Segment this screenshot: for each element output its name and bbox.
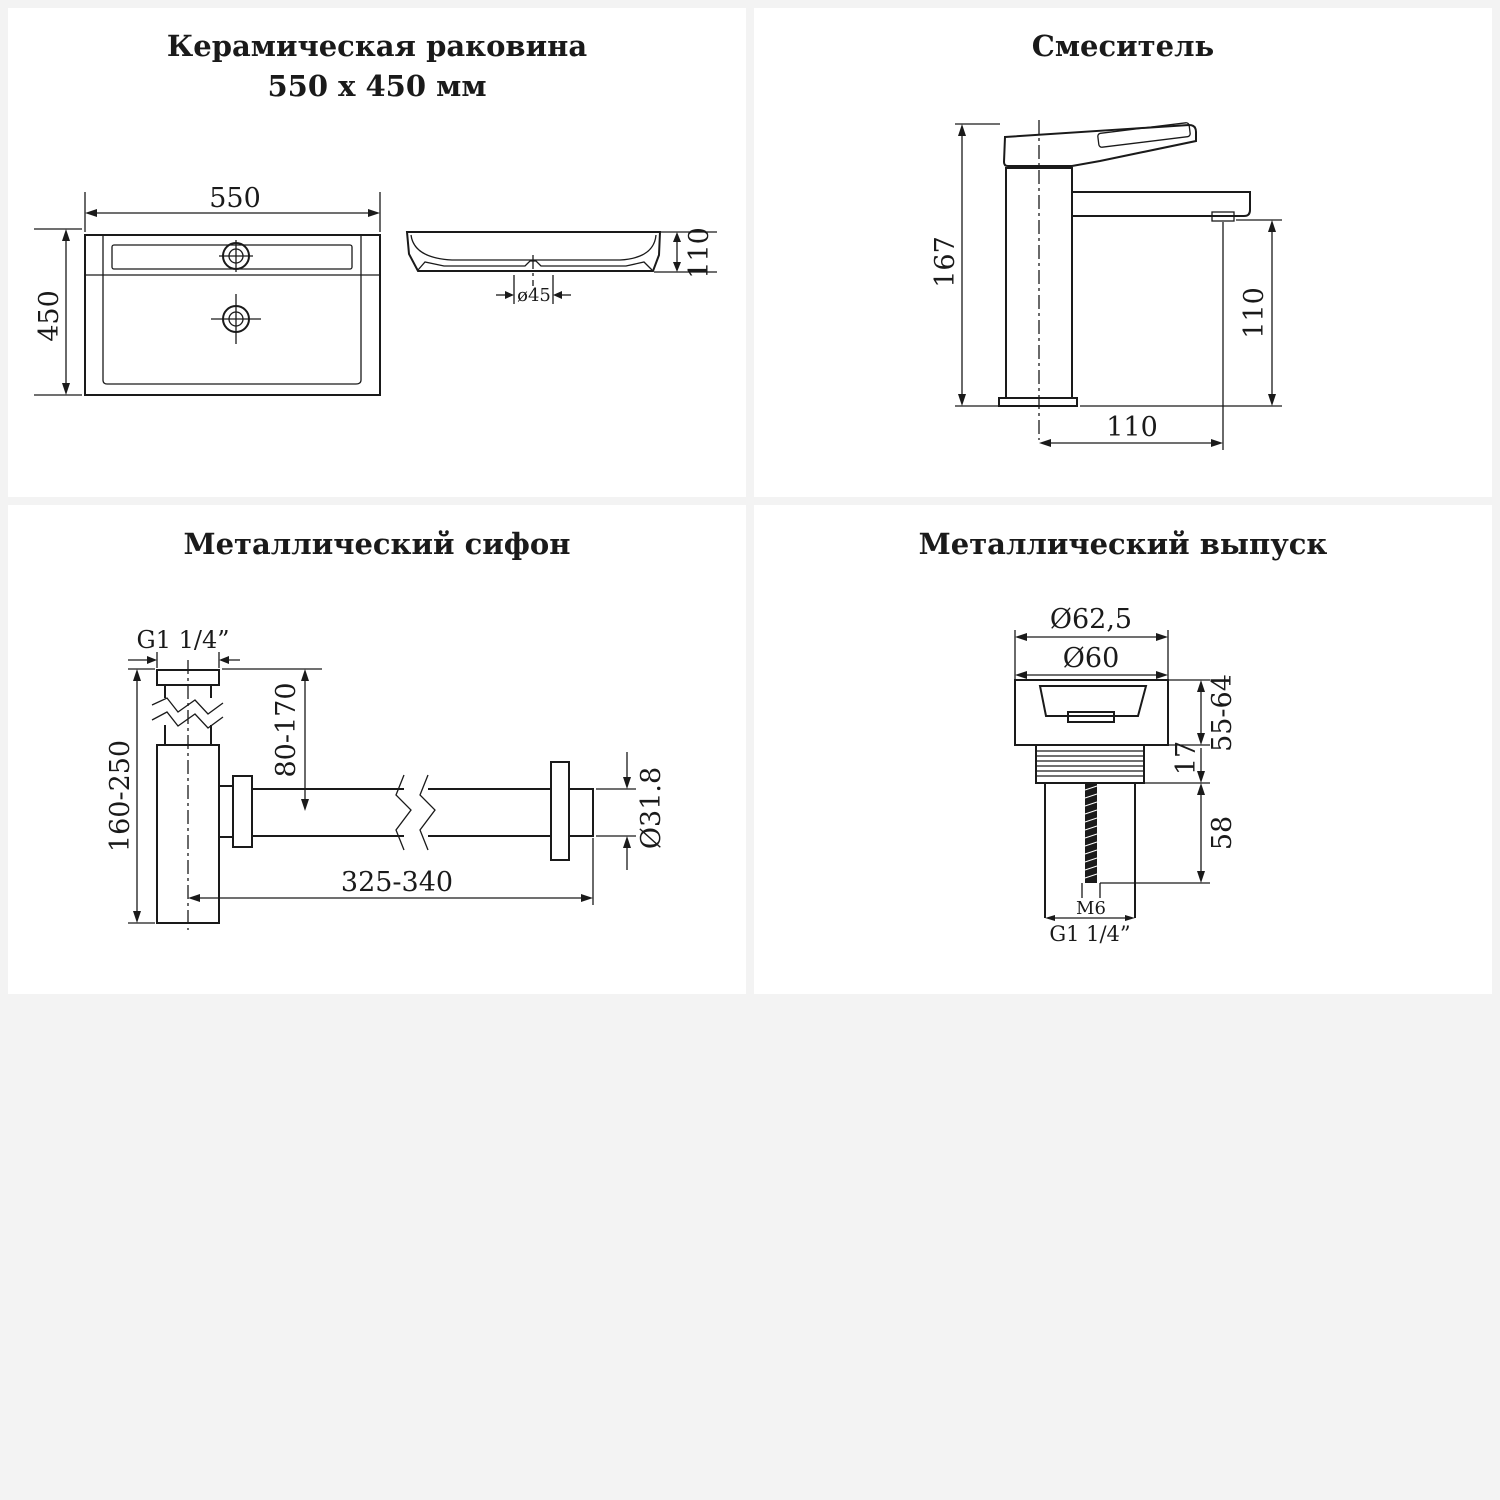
- siphon-length-label: 325-340: [341, 867, 453, 898]
- sink-height-label: 110: [684, 227, 715, 279]
- drain-outer-diameter-dimension: Ø62,5: [1014, 604, 1169, 680]
- siphon-inlet-dimension: 80-170: [222, 668, 322, 811]
- siphon-panel: Металлический сифон: [8, 505, 746, 994]
- mixer-spout-reach-dimension: 110: [1039, 222, 1224, 450]
- sink-drawing: 550 450 110: [34, 183, 717, 396]
- mixer-drawing: 167 110 110: [930, 120, 1282, 450]
- drain-body: [1014, 679, 1169, 918]
- siphon-height-dimension: 160-250: [105, 668, 155, 924]
- drain-body-length-label: 58: [1207, 816, 1238, 850]
- drain-flange-label: 17: [1171, 741, 1202, 775]
- mixer-total-height-label: 167: [930, 236, 961, 288]
- mixer-spout-reach-label: 110: [1106, 412, 1158, 443]
- sink-drain-diameter-label: ø45: [517, 285, 551, 306]
- siphon-pipe-diameter-dimension: Ø31.8: [596, 752, 667, 870]
- drain-side-dimensions: 55-64 17 58: [1100, 674, 1238, 884]
- drain-drawing: Ø62,5 Ø60 55-64 17 58 M6: [1014, 604, 1238, 946]
- drain-title: Металлический выпуск: [918, 527, 1328, 561]
- drain-bottom-dimensions: M6 G1 1/4”: [1045, 898, 1135, 946]
- drain-inner-diameter-dimension: Ø60: [1015, 643, 1168, 679]
- sink-title-line1: Керамическая раковина: [166, 29, 588, 63]
- mixer-body: [998, 120, 1251, 440]
- drain-inner-diameter-label: Ø60: [1063, 643, 1120, 674]
- drain-height-label: 55-64: [1207, 674, 1238, 752]
- siphon-thread-dimension: G1 1/4”: [128, 626, 240, 668]
- sink-title-line2: 550 х 450 мм: [267, 69, 487, 103]
- siphon-pipe-diameter-label: Ø31.8: [636, 767, 667, 849]
- siphon-body: [151, 660, 594, 930]
- mixer-spout-height-label: 110: [1239, 287, 1270, 339]
- mixer-panel: Смеситель 167 110: [754, 8, 1492, 497]
- mixer-total-height-dimension: 167: [930, 123, 1000, 407]
- sink-side-section: 110 ø45: [405, 227, 717, 306]
- sink-depth-dimension: 450: [34, 228, 82, 396]
- siphon-inlet-label: 80-170: [271, 682, 302, 777]
- drain-thread-label: G1 1/4”: [1049, 922, 1130, 946]
- sink-width-dimension: 550: [84, 183, 381, 232]
- drain-screw-label: M6: [1076, 898, 1106, 919]
- siphon-length-dimension: 325-340: [188, 838, 594, 905]
- siphon-height-label: 160-250: [105, 740, 136, 852]
- drain-panel: Металлический выпуск Ø62,5: [754, 505, 1492, 994]
- sink-title: Керамическая раковина 550 х 450 мм: [8, 26, 746, 106]
- sink-panel: Керамическая раковина 550 х 450 мм 550: [8, 8, 746, 497]
- siphon-thread-label: G1 1/4”: [137, 626, 230, 654]
- mixer-title: Смеситель: [1031, 29, 1215, 63]
- sink-top-view: [84, 234, 381, 396]
- sink-depth-label: 450: [34, 290, 65, 342]
- mixer-spout-height-dimension: 110: [1080, 219, 1282, 407]
- drain-outer-diameter-label: Ø62,5: [1050, 604, 1132, 635]
- siphon-title: Металлический сифон: [183, 527, 571, 561]
- siphon-drawing: G1 1/4” 160-250 80-170 325-340: [105, 626, 667, 930]
- sink-width-label: 550: [209, 183, 261, 214]
